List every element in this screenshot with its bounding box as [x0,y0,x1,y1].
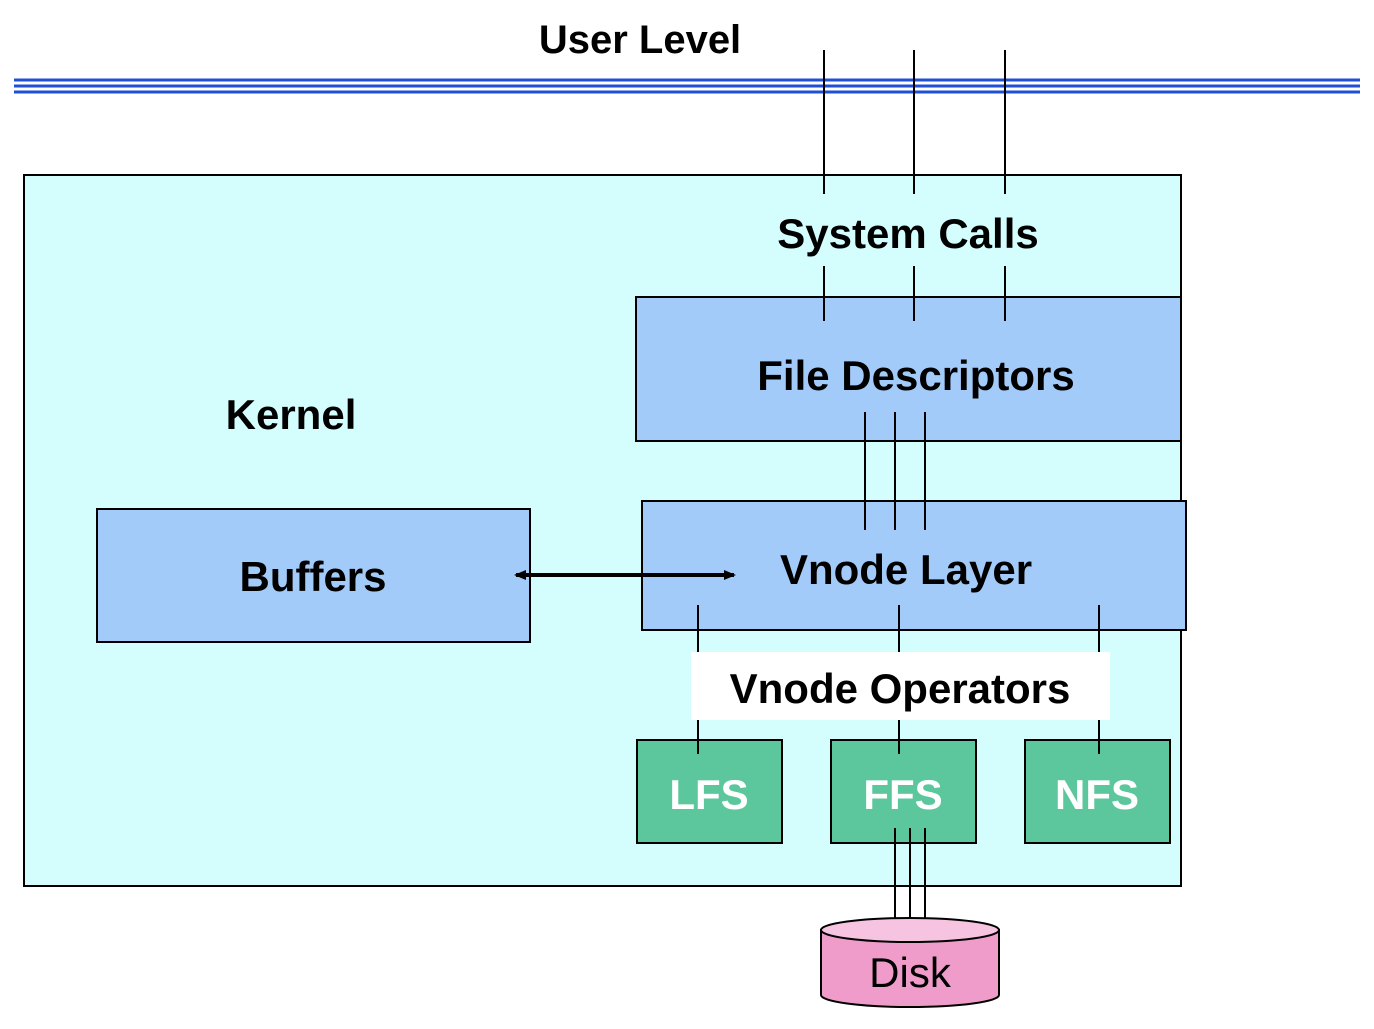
fs-connector-stubs [697,720,1100,754]
vnode-layer-box [641,500,1187,631]
nfs-label: NFS [1055,771,1139,818]
file-descriptors-box [635,296,1182,442]
user-kernel-divider [14,78,1360,94]
ffs-to-disk-lines [894,828,926,922]
ffs-label: FFS [863,771,942,818]
disk-label: Disk [869,949,952,996]
nfs-box [1024,739,1171,844]
disk-cylinder-icon [820,917,1000,1008]
kernel-label: Kernel [226,391,357,438]
system-calls-label: System Calls [777,210,1038,257]
file-descriptors-label: File Descriptors [757,352,1074,399]
fd-to-vnode-lines [864,412,926,530]
buffers-label: Buffers [239,553,386,600]
lfs-box [636,739,783,844]
buffers-box [96,508,531,643]
vnode-operators-label-background [691,652,1110,720]
vnode-operators-label: Vnode Operators [730,665,1071,712]
user-level-label: User Level [539,18,741,62]
lfs-label: LFS [669,771,748,818]
vnode-layer-label: Vnode Layer [780,546,1032,593]
ffs-box [830,739,977,844]
system-call-lines-lower [823,266,1006,321]
system-call-lines-upper [823,50,1006,194]
